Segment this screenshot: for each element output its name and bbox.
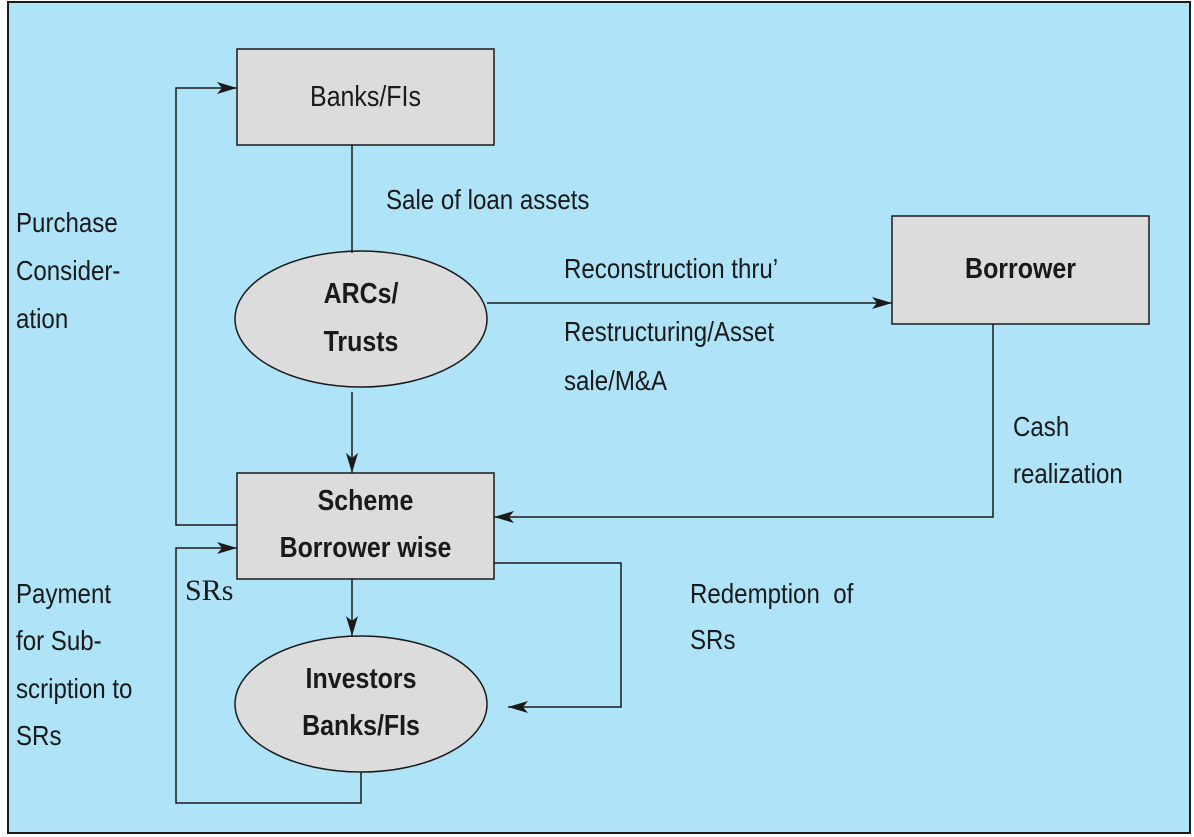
borrower-label: Borrower xyxy=(965,253,1076,285)
scheme-box xyxy=(236,472,495,580)
arcs-label-line-1: ARCs/ xyxy=(323,278,399,310)
redemption-line-1: Redemption of xyxy=(690,578,854,609)
payment-line-4: SRs xyxy=(16,720,62,751)
srs-label: SRs xyxy=(185,574,234,607)
redemption-line-2: SRs xyxy=(690,624,736,655)
investors-label-line-2: Banks/FIs xyxy=(302,710,420,742)
payment-line-1: Payment xyxy=(16,578,112,609)
sale-of-loan-assets-label: Sale of loan assets xyxy=(386,184,590,215)
restructuring-line-2: sale/M&A xyxy=(564,365,668,396)
borrower-box xyxy=(891,215,1150,325)
arcs-label-line-2: Trusts xyxy=(323,326,399,358)
banks-fis-label: Banks/FIs xyxy=(310,81,421,113)
payment-line-3: scription to xyxy=(16,673,133,704)
reconstruction-label: Reconstruction thru’ xyxy=(564,253,779,284)
purchase-consideration-line-2: Consider- xyxy=(16,255,121,286)
restructuring-line-1: Restructuring/Asset xyxy=(564,316,775,347)
purchase-consideration-line-1: Purchase xyxy=(16,207,118,238)
arcs-trusts-ellipse xyxy=(234,250,488,388)
cash-realization-arrow xyxy=(494,324,994,523)
purchase-consideration-arrow xyxy=(175,82,237,526)
cash-realization-line-2: realization xyxy=(1013,458,1123,489)
payment-arrow xyxy=(175,542,362,804)
scheme-label-line-1: Scheme xyxy=(317,485,414,517)
payment-line-2: for Sub- xyxy=(16,625,102,656)
purchase-consideration-line-3: ation xyxy=(16,303,69,334)
cash-realization-line-1: Cash xyxy=(1013,411,1070,442)
investors-label-line-1: Investors xyxy=(305,663,417,695)
banks-fis-box xyxy=(236,48,495,146)
redemption-arrow xyxy=(494,562,622,713)
scheme-label-line-2: Borrower wise xyxy=(279,532,452,564)
